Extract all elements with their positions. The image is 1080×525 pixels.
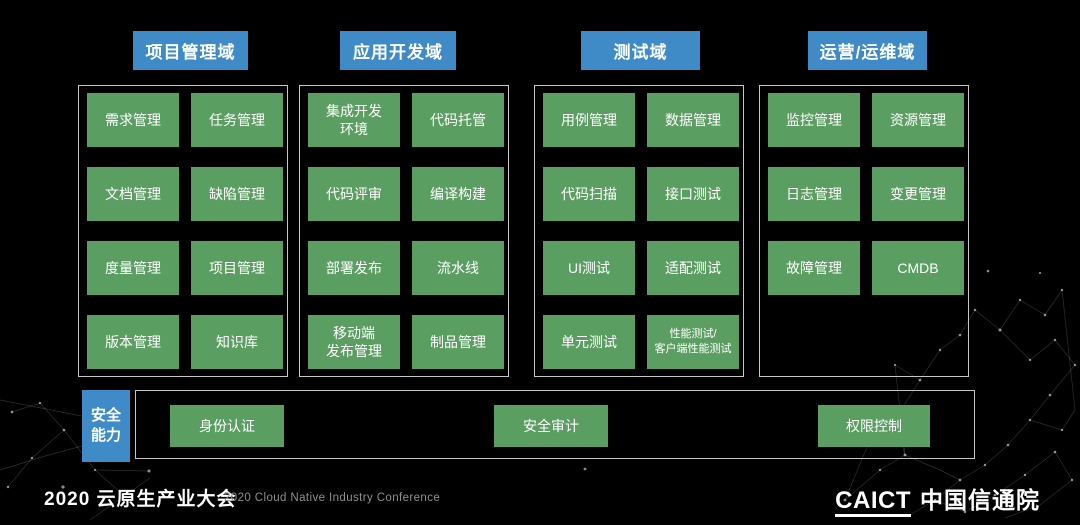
domain-header-project-management: 项目管理域 <box>133 31 248 70</box>
security-capability-row: 身份认证 安全审计 权限控制 <box>135 390 975 459</box>
domain-column-operations: 监控管理 资源管理 日志管理 变更管理 故障管理 CMDB <box>759 85 969 377</box>
capability-box-tasks: 任务管理 <box>191 93 283 147</box>
capability-box-ide: 集成开发 环境 <box>308 93 400 147</box>
capability-box-artifacts: 制品管理 <box>412 315 504 369</box>
domain-column-testing: 用例管理 数据管理 代码扫描 接口测试 UI测试 适配测试 单元测试 性能测试/… <box>534 85 744 377</box>
capability-box-defects: 缺陷管理 <box>191 167 283 221</box>
capability-box-test-cases: 用例管理 <box>543 93 635 147</box>
capability-box-identity-auth: 身份认证 <box>170 405 284 447</box>
caict-logo-acronym: CAICT <box>835 488 911 518</box>
capability-box-versions: 版本管理 <box>87 315 179 369</box>
capability-box-knowledge-base: 知识库 <box>191 315 283 369</box>
capability-box-compatibility-testing: 适配测试 <box>647 241 739 295</box>
capability-box-unit-testing: 单元测试 <box>543 315 635 369</box>
capability-box-build: 编译构建 <box>412 167 504 221</box>
domain-header-operations: 运营/运维域 <box>808 31 927 70</box>
capability-box-code-hosting: 代码托管 <box>412 93 504 147</box>
capability-box-change-management: 变更管理 <box>872 167 964 221</box>
conference-title-zh: 2020 云原生产业大会 <box>44 489 237 510</box>
capability-box-ui-testing: UI测试 <box>543 241 635 295</box>
capability-box-documents: 文档管理 <box>87 167 179 221</box>
domain-header-app-development: 应用开发域 <box>340 31 456 70</box>
capability-box-projects: 项目管理 <box>191 241 283 295</box>
capability-box-pipeline: 流水线 <box>412 241 504 295</box>
capability-box-access-control: 权限控制 <box>818 405 930 447</box>
conference-title-en: 2020 Cloud Native Industry Conference <box>224 492 441 504</box>
domain-header-testing: 测试域 <box>581 31 700 70</box>
capability-box-code-scan: 代码扫描 <box>543 167 635 221</box>
domain-column-app-development: 集成开发 环境 代码托管 代码评审 编译构建 部署发布 流水线 移动端 发布管理… <box>299 85 509 377</box>
capability-box-cmdb: CMDB <box>872 241 964 295</box>
capability-box-monitoring: 监控管理 <box>768 93 860 147</box>
domain-column-project-management: 需求管理 任务管理 文档管理 缺陷管理 度量管理 项目管理 版本管理 知识库 <box>78 85 288 377</box>
capability-box-incident-management: 故障管理 <box>768 241 860 295</box>
capability-box-performance-testing: 性能测试/ 客户端性能测试 <box>647 315 739 369</box>
capability-box-logging: 日志管理 <box>768 167 860 221</box>
capability-box-api-testing: 接口测试 <box>647 167 739 221</box>
capability-box-resources: 资源管理 <box>872 93 964 147</box>
capability-box-deploy-release: 部署发布 <box>308 241 400 295</box>
capability-box-security-audit: 安全审计 <box>494 405 608 447</box>
security-capability-label: 安全 能力 <box>82 390 130 462</box>
capability-box-requirements: 需求管理 <box>87 93 179 147</box>
capability-box-mobile-release: 移动端 发布管理 <box>308 315 400 369</box>
capability-box-code-review: 代码评审 <box>308 167 400 221</box>
caict-logo: CAICT 中国信通院 <box>835 481 1040 518</box>
capability-box-data-management: 数据管理 <box>647 93 739 147</box>
capability-box-metrics: 度量管理 <box>87 241 179 295</box>
caict-logo-name: 中国信通院 <box>920 487 1040 513</box>
